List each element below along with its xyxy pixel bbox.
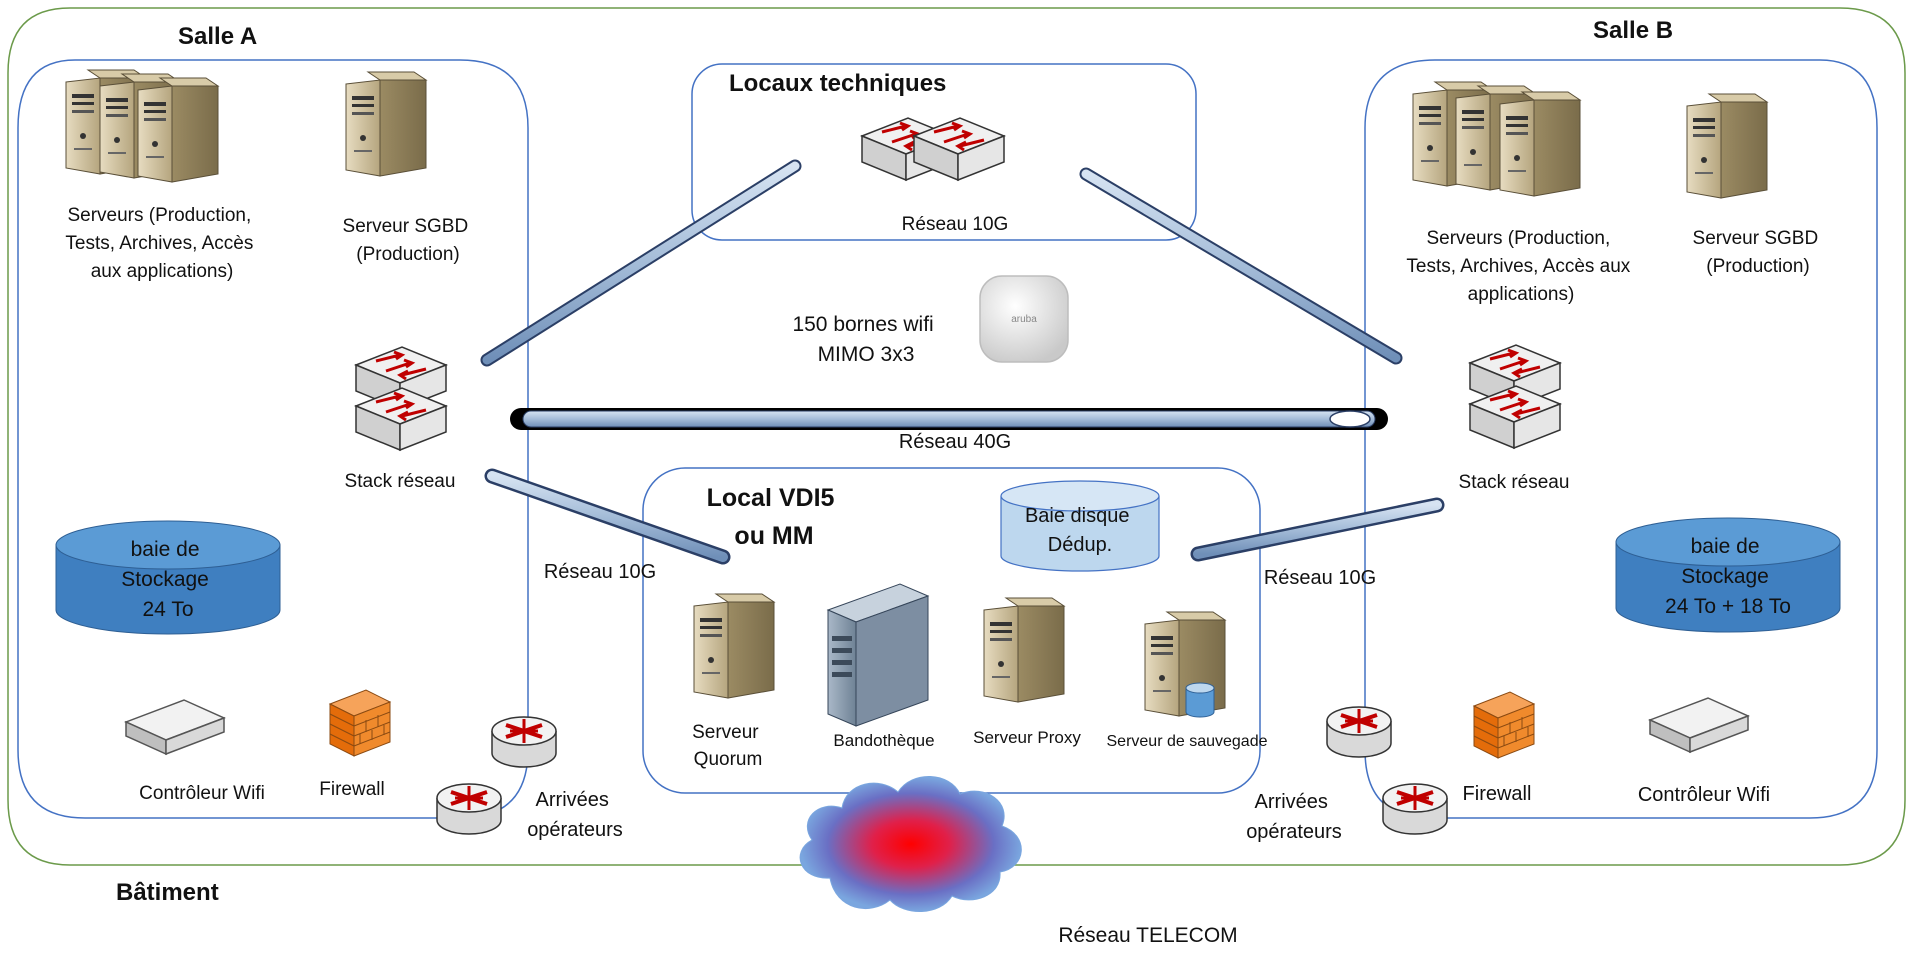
local-vdi5-title: Local VDI5 ou MM [707, 484, 842, 550]
salle-a-storage-label: baie de Stockage 24 To [121, 538, 214, 621]
salle-a-sgbd-label: Serveur SGBD (Production) [343, 216, 474, 265]
salle-b-router-2-icon [1381, 782, 1449, 836]
salle-a-servers-label: Serveurs (Production, Tests, Archives, A… [65, 205, 258, 282]
salle-a-operators-label: Arrivées opérateurs [527, 789, 623, 841]
salle-b-firewall-label: Firewall [1463, 783, 1532, 805]
salle-b-room [1364, 59, 1878, 819]
quorum-server-icon [693, 593, 775, 699]
ap-brand-label: aruba [1011, 314, 1037, 325]
reseau-10g-left-label: Réseau 10G [544, 561, 656, 583]
salle-a-firewall-label: Firewall [319, 779, 384, 800]
locaux-techniques-room [691, 63, 1197, 241]
salle-b-firewall-icon [1473, 691, 1535, 759]
reseau-10g-right-label: Réseau 10G [1264, 567, 1376, 589]
salle-b-servers-icon [1412, 81, 1581, 197]
bandotheque-label: Bandothèque [833, 731, 934, 750]
backup-server-label: Serveur de sauvegade [1107, 733, 1268, 750]
telecom-label: Réseau TELECOM [1058, 924, 1237, 947]
dedup-storage-label: Baie disque Dédup. [1025, 505, 1135, 556]
backup-server-icon [1144, 611, 1226, 718]
dedup-storage [1000, 480, 1160, 572]
reseau-40g-label: Réseau 40G [899, 431, 1011, 453]
link-10g-top-right [1079, 167, 1403, 365]
reseau-10g-top-label: Réseau 10G [902, 214, 1009, 235]
salle-b-wifi-controller-icon [1649, 697, 1749, 753]
building-outline [7, 7, 1906, 866]
salle-b-stack-switch-icon [1468, 343, 1562, 450]
salle-a-wifi-controller-icon [125, 699, 225, 755]
locaux-techniques-title: Locaux techniques [729, 70, 946, 97]
salle-b-servers-label: Serveurs (Production, Tests, Archives, A… [1406, 228, 1635, 305]
link-10g-top-left [480, 159, 802, 367]
salle-a-sgbd-server-icon [345, 71, 427, 177]
salle-a-router-2-icon [435, 782, 503, 836]
salle-b-stack-label: Stack réseau [1459, 472, 1570, 493]
proxy-label: Serveur Proxy [973, 728, 1081, 747]
salle-b-operators-label: Arrivées opérateurs [1246, 791, 1342, 843]
link-10g-right [1190, 497, 1445, 562]
salle-a-router-1-icon [490, 715, 558, 769]
salle-b-sgbd-label: Serveur SGBD (Production) [1693, 228, 1824, 277]
telecom-cloud-icon [799, 776, 1022, 913]
proxy-server-icon [983, 597, 1065, 703]
wifi-access-point-icon: aruba [979, 275, 1069, 363]
salle-a-stack-label: Stack réseau [345, 471, 456, 492]
salle-a-firewall-icon [329, 689, 391, 757]
salle-b-storage-label: baie de Stockage 24 To + 18 To [1665, 535, 1791, 618]
salle-a-stack-switch-icon [354, 345, 448, 452]
wifi-label: 150 bornes wifi MIMO 3x3 [792, 313, 939, 366]
salle-a-wifi-controller-label: Contrôleur Wifi [139, 783, 265, 804]
salle-a-storage [55, 520, 281, 635]
tape-library-icon [826, 583, 930, 727]
link-40g [510, 408, 1388, 430]
link-10g-left [484, 468, 731, 565]
core-switch-icon [860, 116, 1006, 182]
salle-b-wifi-controller-label: Contrôleur Wifi [1638, 784, 1770, 806]
salle-a-title: Salle A [178, 23, 257, 50]
salle-b-title: Salle B [1593, 17, 1673, 44]
quorum-label: Serveur Quorum [692, 722, 764, 770]
salle-b-router-1-icon [1325, 705, 1393, 759]
salle-b-sgbd-server-icon [1686, 93, 1768, 199]
salle-a-room [17, 59, 529, 819]
salle-b-storage [1615, 517, 1841, 633]
batiment-title: Bâtiment [116, 879, 219, 906]
salle-a-servers-icon [65, 69, 219, 183]
